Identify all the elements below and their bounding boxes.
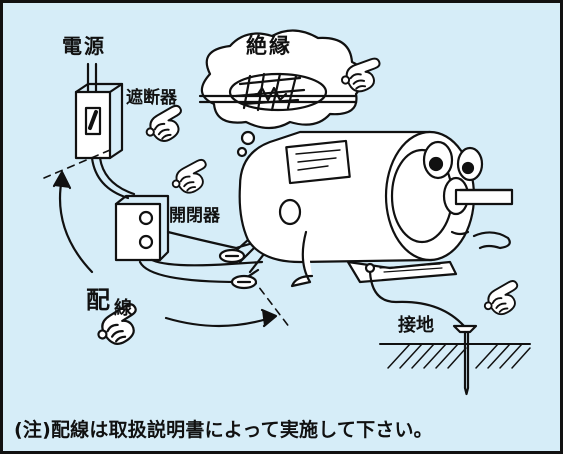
- wiring-note: (注)配線は取扱説明書によって実施して下さい。: [14, 419, 433, 441]
- label-circuit-breaker: 遮断器: [126, 88, 177, 108]
- label-insulation: 絶縁: [246, 34, 292, 58]
- ground-rod-icon: [452, 324, 478, 396]
- circuit-breaker: [74, 82, 124, 160]
- wire-breaker-switch: [90, 156, 136, 200]
- label-grounding: 接地: [398, 315, 434, 336]
- power-lines: [86, 62, 98, 94]
- dashed-line-wire: [251, 277, 291, 329]
- label-wiring-char1: 配: [86, 286, 110, 314]
- label-switch: 開閉器: [169, 206, 220, 226]
- arrow-up: [58, 176, 94, 274]
- pointing-hand-icon: [140, 102, 193, 149]
- motor-character: [238, 130, 514, 288]
- arrow-right: [164, 316, 272, 328]
- pointing-hand-icon: [167, 157, 216, 200]
- pointing-hand-icon: [479, 278, 528, 322]
- ground-wire: [368, 270, 466, 328]
- dashed-line-breaker: [43, 149, 111, 179]
- thought-cloud: [198, 29, 366, 158]
- label-wiring-char2: 線: [114, 298, 132, 319]
- switch-box: [114, 194, 170, 262]
- label-power-source: 電源: [62, 34, 106, 58]
